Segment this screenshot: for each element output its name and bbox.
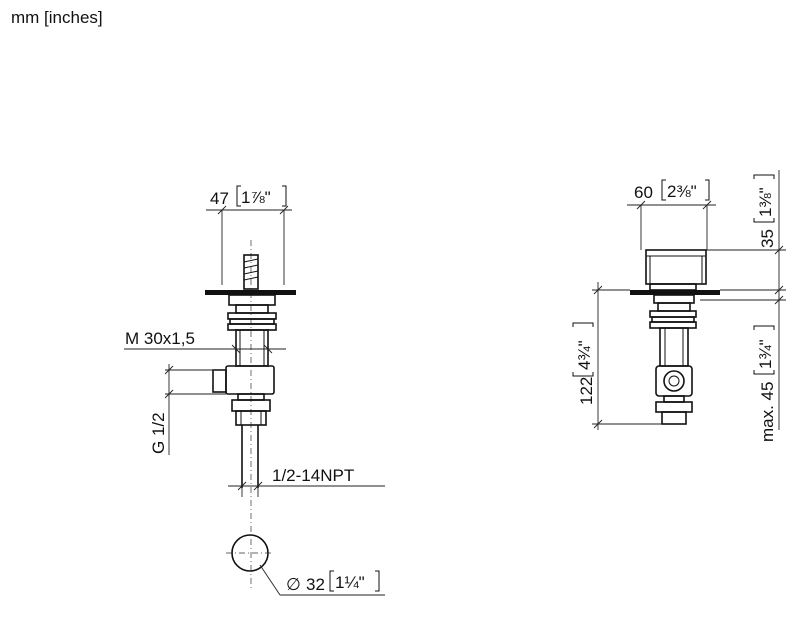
top-height-value: 35 <box>758 229 777 248</box>
npt-label: 1/2-14NPT <box>272 466 354 485</box>
total-height-value: 122 <box>577 377 596 405</box>
front-view: 47 1⅞" <box>124 185 385 596</box>
top-height-inch: 1⅜" <box>756 187 775 217</box>
front-pipe <box>241 425 259 488</box>
diameter-value: 32 <box>306 575 325 594</box>
thread-callout: M 30x1,5 <box>124 329 286 354</box>
total-height-inch: 4¾" <box>575 340 594 370</box>
front-width-bracket <box>236 185 287 207</box>
max-value: max. 45 <box>758 382 777 442</box>
front-body <box>212 294 277 426</box>
top-height-dimension: 35 1⅜" <box>706 170 786 300</box>
thread-label: M 30x1,5 <box>125 329 195 348</box>
side-body <box>649 283 697 425</box>
front-mounting-plate <box>205 290 296 295</box>
front-width-inch: 1⅞" <box>241 188 271 207</box>
front-width-dimension: 47 1⅞" <box>206 185 292 285</box>
pipe-section-circle <box>231 534 269 572</box>
units-label: mm [inches] <box>11 8 103 27</box>
side-view: 60 2⅜" <box>572 170 786 442</box>
front-width-value: 47 <box>210 189 229 208</box>
side-width-value: 60 <box>634 183 653 202</box>
side-handle <box>645 249 707 285</box>
connection-label: G 1/2 <box>149 412 168 454</box>
max-dimension: max. 45 1¾" <box>700 295 786 442</box>
diameter-symbol: ∅ <box>286 575 301 594</box>
diameter-inch: 1¼" <box>335 573 365 592</box>
max-inch: 1¾" <box>756 339 775 369</box>
diameter-callout: ∅ 32 1¼" <box>226 534 385 596</box>
front-spindle <box>243 254 259 290</box>
side-width-dimension: 60 2⅜" <box>627 179 716 250</box>
connection-dimension: G 1/2 <box>149 364 226 455</box>
side-mounting-plate <box>630 290 720 295</box>
total-height-dimension: 122 4¾" <box>572 282 662 430</box>
npt-callout: 1/2-14NPT <box>228 466 385 497</box>
side-width-inch: 2⅜" <box>667 182 697 201</box>
